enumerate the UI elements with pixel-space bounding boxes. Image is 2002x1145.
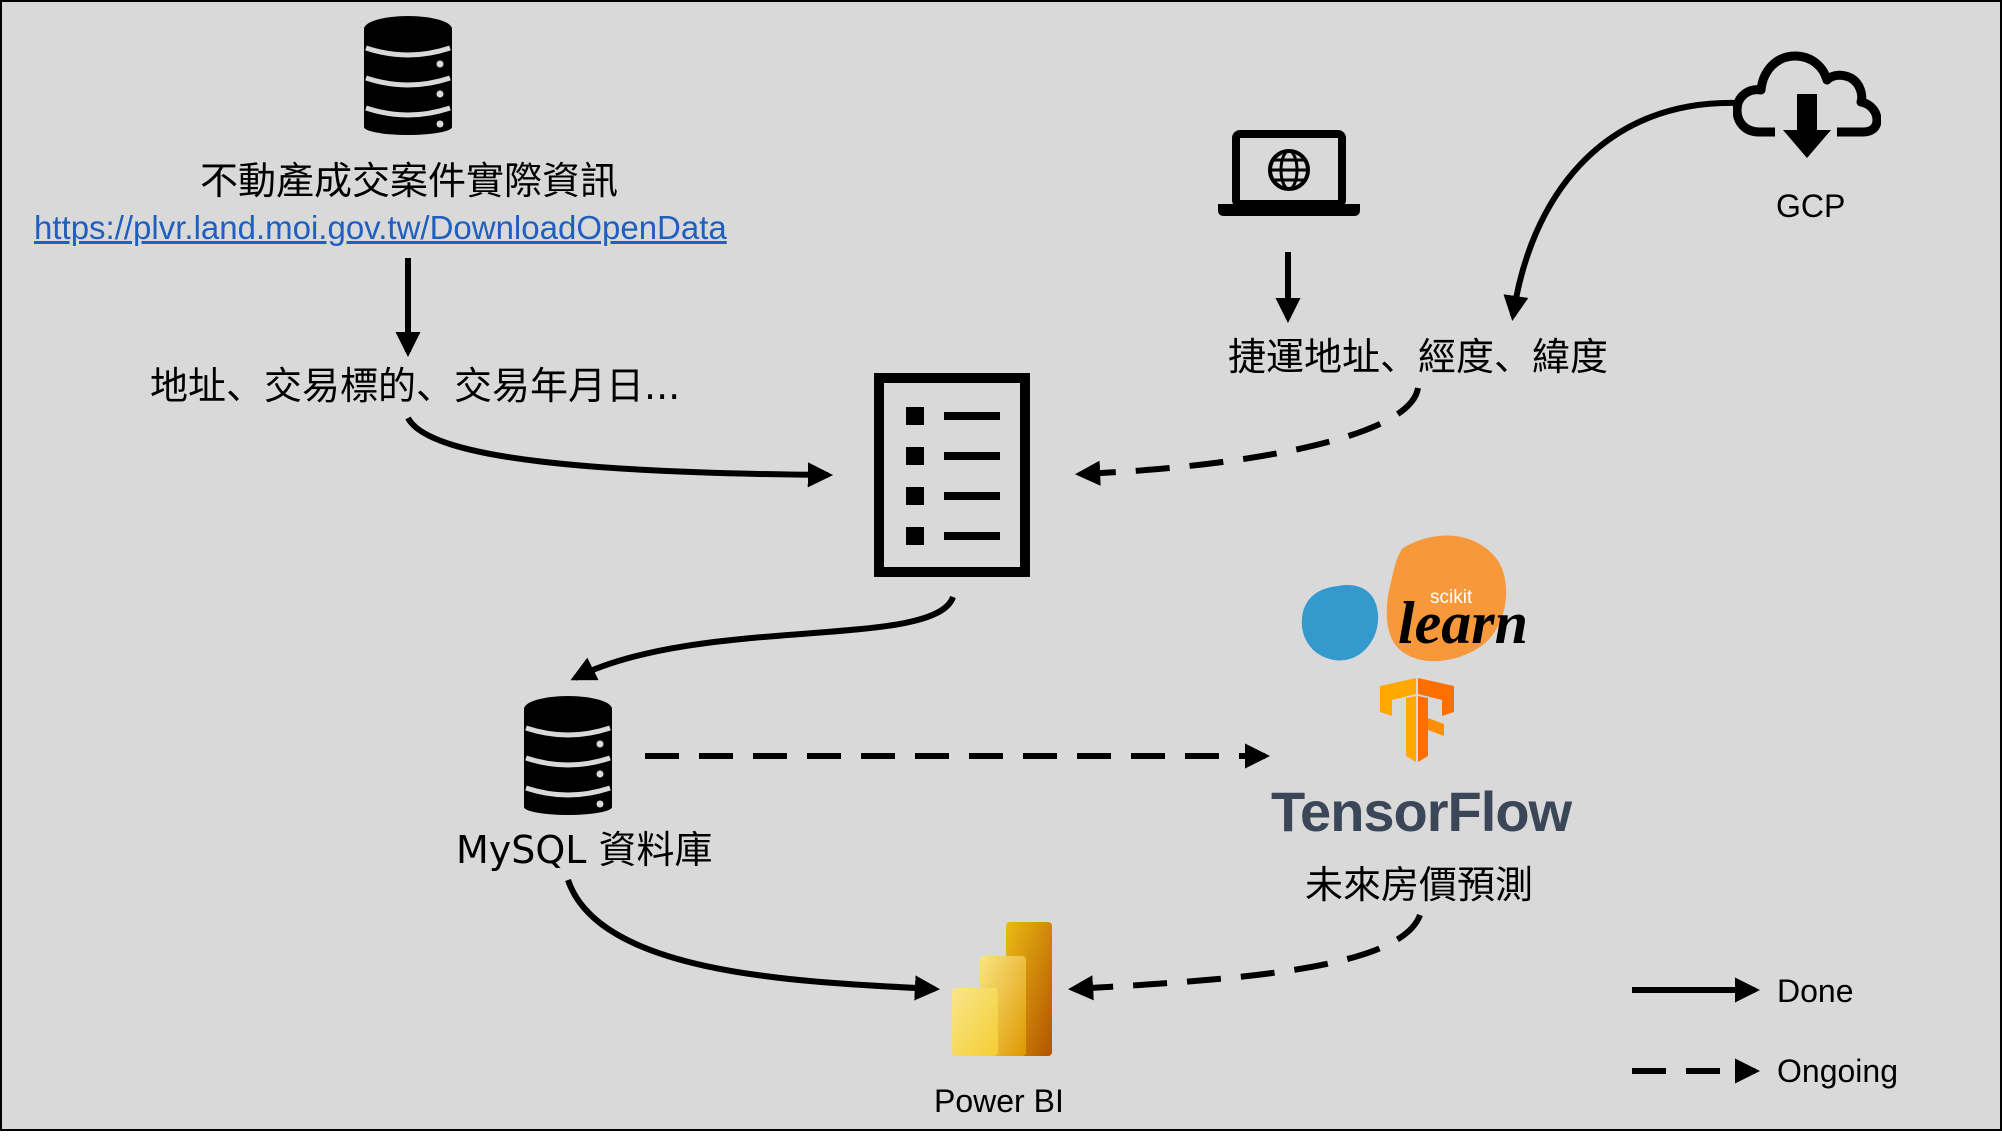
laptop-globe-icon — [1218, 130, 1360, 216]
forecast-label: 未來房價預測 — [1305, 863, 1534, 907]
mrt-fields-label: 捷運地址、經度、緯度 — [1228, 335, 1609, 379]
arrow-mrt-to-document — [1074, 387, 1421, 486]
tensorflow-logo — [1380, 678, 1454, 762]
realestate-source-link[interactable]: https://plvr.land.moi.gov.tw/DownloadOpe… — [34, 209, 727, 246]
realestate-fields-label: 地址、交易標的、交易年月日... — [150, 364, 681, 408]
legend-ongoing-label: Ongoing — [1777, 1053, 1898, 1089]
mysql-database-icon — [524, 696, 612, 815]
sklearn-logo: scikit learn — [1301, 535, 1528, 662]
cloud-download-icon — [1733, 51, 1881, 158]
arrow-gcp-to-mrt — [1503, 99, 1738, 321]
arrow-mysql-to-powerbi — [565, 879, 941, 1001]
realestate-source-title: 不動產成交案件實際資訊 — [200, 159, 619, 203]
tensorflow-wordmark: TensorFlow — [1271, 780, 1572, 843]
sklearn-small-text: scikit — [1430, 587, 1473, 608]
legend-done-label: Done — [1777, 973, 1854, 1009]
arrow-forecast-to-powerbi — [1067, 913, 1423, 1001]
database-icon — [364, 16, 452, 135]
sklearn-big-text: learn — [1398, 590, 1528, 656]
arrow-fields-to-document — [405, 416, 834, 488]
powerbi-label: Power BI — [934, 1083, 1064, 1119]
checklist-document-icon — [874, 373, 1030, 577]
powerbi-logo — [952, 922, 1052, 1056]
gcp-label: GCP — [1776, 188, 1846, 224]
mysql-label: MySQL 資料庫 — [456, 828, 713, 872]
arrow-document-to-mysql — [570, 595, 956, 681]
